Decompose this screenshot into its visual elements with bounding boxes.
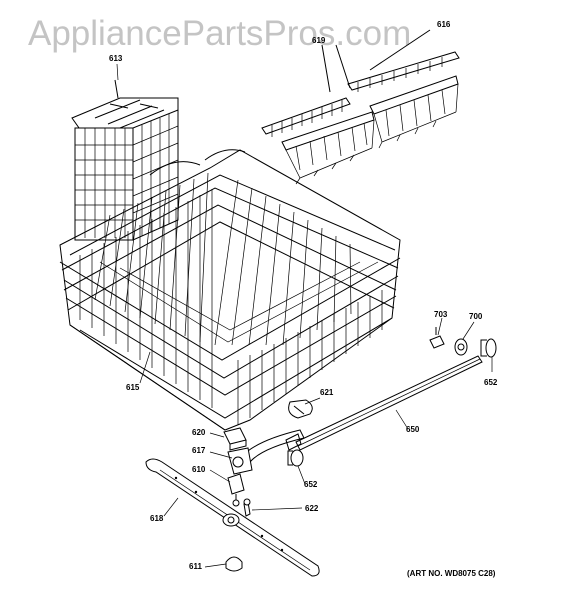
callout-617: 617: [192, 446, 206, 455]
upper-dishrack: [59, 149, 401, 431]
callout-652-upper: 652: [484, 378, 498, 387]
callout-618: 618: [150, 514, 164, 523]
spray-arm: [145, 458, 320, 577]
art-number: (ART NO. WD8075 C28): [407, 569, 496, 578]
callout-621: 621: [320, 388, 334, 397]
callout-650: 650: [406, 425, 420, 434]
small-parts-lower: [225, 473, 251, 572]
watermark: AppliancePartsPros.com: [28, 14, 412, 53]
callout-622: 622: [305, 504, 319, 513]
leader-lines: [116, 63, 493, 568]
silverware-basket: [71, 79, 179, 241]
callout-611: 611: [189, 562, 202, 571]
callout-703: 703: [434, 310, 448, 319]
callout-616: 616: [437, 20, 451, 29]
button: [223, 427, 247, 451]
manifold-tube: [227, 355, 483, 475]
small-parts-right: [287, 327, 497, 467]
callout-610: 610: [192, 465, 206, 474]
callout-615: 615: [126, 383, 140, 392]
callout-619: 619: [312, 36, 326, 45]
tine-rows: [261, 29, 460, 185]
callout-652-lower: 652: [304, 480, 318, 489]
callout-700: 700: [469, 312, 483, 321]
callout-613: 613: [109, 54, 123, 63]
callout-620: 620: [192, 428, 206, 437]
